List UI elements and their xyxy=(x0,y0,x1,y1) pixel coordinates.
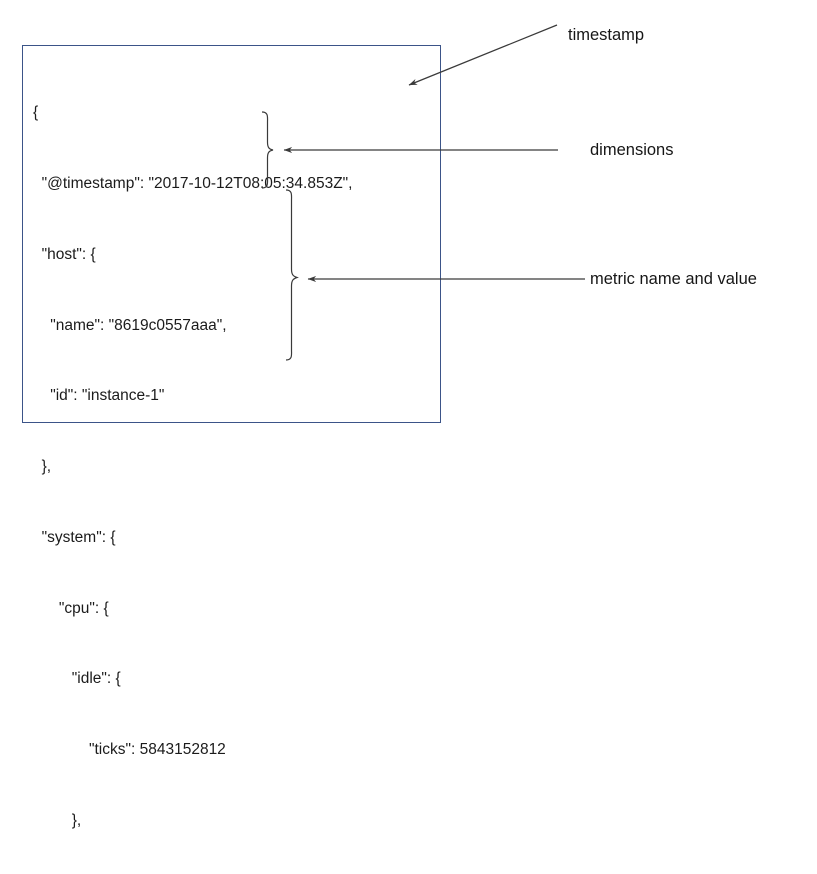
json-line-host-name: "name": "8619c0557aaa", xyxy=(33,316,227,334)
annotation-label-dimensions: dimensions xyxy=(590,141,674,159)
json-line-host-id: "id": "instance-1" xyxy=(33,387,165,405)
annotation-label-metric: metric name and value xyxy=(590,270,757,288)
json-line-host-open: "host": { xyxy=(33,245,96,263)
json-line-timestamp: "@timestamp": "2017-10-12T08:05:34.853Z"… xyxy=(33,174,353,192)
json-line-cpu-open: "cpu": { xyxy=(33,599,109,617)
json-document-code: { "@timestamp": "2017-10-12T08:05:34.853… xyxy=(33,54,353,874)
annotation-label-timestamp: timestamp xyxy=(568,26,645,44)
json-document-box: { "@timestamp": "2017-10-12T08:05:34.853… xyxy=(22,45,441,829)
json-line: { xyxy=(33,104,39,122)
json-line-host-close: }, xyxy=(33,458,52,476)
json-line-ticks: "ticks": 5843152812 xyxy=(33,741,226,759)
json-line-idle-open: "idle": { xyxy=(33,670,121,688)
json-line-system-open: "system": { xyxy=(33,528,116,546)
json-line-idle-close: }, xyxy=(33,812,82,829)
